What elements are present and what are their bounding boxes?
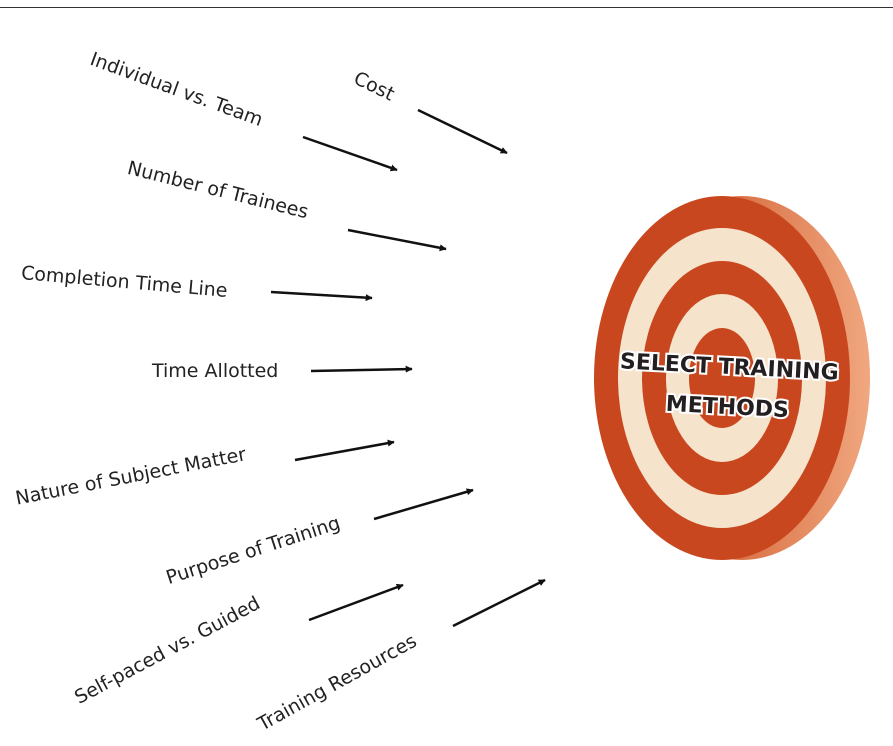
arrows: [270, 108, 546, 628]
arrow-number-of-trainees: [347, 228, 447, 252]
target-board: SELECT TRAINING METHODS: [594, 196, 870, 560]
arrow-completion-time-line: [270, 290, 373, 302]
arrow-self-paced-vs-guided: [308, 583, 404, 622]
arrow-training-resources: [452, 578, 546, 628]
arrow-purpose-of-training: [373, 488, 474, 521]
arrow-cost: [417, 108, 508, 155]
arrow-individual-vs-team: [302, 135, 398, 172]
factor-label-time-allotted: Time Allotted: [152, 360, 279, 382]
top-rule: [0, 7, 893, 8]
target-bullseye: [689, 328, 755, 428]
arrow-nature-of-subject-matter: [294, 439, 395, 462]
arrow-time-allotted: [310, 365, 413, 373]
